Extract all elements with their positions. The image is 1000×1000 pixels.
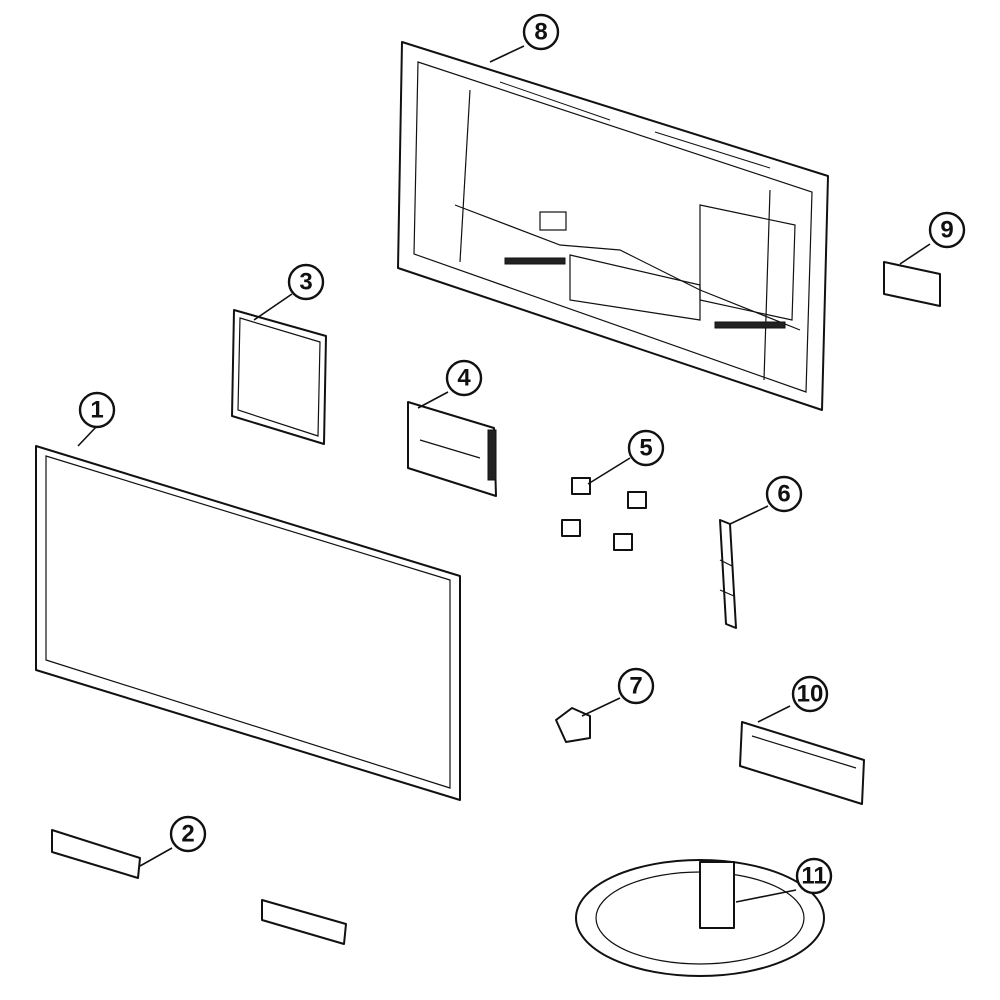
main-board [407, 401, 497, 497]
callout-3: 3 [287, 263, 325, 301]
callout-10-label: 10 [797, 681, 824, 708]
callout-11-label: 11 [801, 863, 826, 890]
brackets [561, 477, 647, 551]
stand-base [575, 859, 825, 977]
callout-10: 10 [791, 675, 829, 713]
callout-5: 5 [627, 429, 665, 467]
callout-2-label: 2 [181, 821, 194, 848]
callout-7: 7 [617, 667, 655, 705]
stand-neck [739, 721, 865, 805]
leader-lines [77, 45, 931, 903]
power-board [231, 309, 327, 445]
callout-6-label: 6 [777, 481, 790, 508]
callout-2: 2 [169, 815, 207, 853]
callout-7-label: 7 [629, 673, 642, 700]
callout-3-label: 3 [299, 269, 312, 296]
callout-1-label: 1 [90, 397, 103, 424]
side-rail [719, 519, 737, 629]
callout-5-label: 5 [639, 435, 652, 462]
callout-4-label: 4 [457, 365, 471, 392]
callout-9: 9 [928, 211, 966, 249]
stand-bracket [555, 707, 591, 743]
callout-1: 1 [78, 391, 116, 429]
rear-cover [397, 41, 829, 411]
callout-6: 6 [765, 475, 803, 513]
speakers [51, 829, 347, 945]
callout-8-label: 8 [534, 19, 547, 46]
callout-11: 11 [795, 857, 833, 895]
lcd-panel [35, 445, 461, 801]
ir-board [883, 261, 941, 307]
callout-9-label: 9 [940, 217, 953, 244]
callout-8: 8 [522, 13, 560, 51]
callout-4: 4 [445, 359, 483, 397]
